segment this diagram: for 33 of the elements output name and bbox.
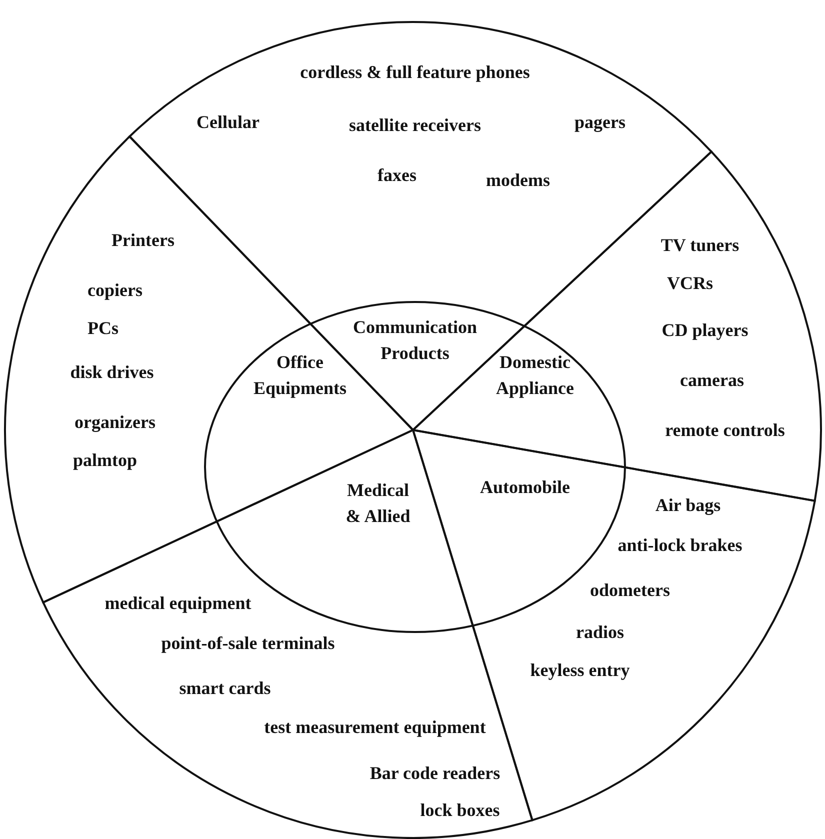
category-label: Automobile — [479, 476, 571, 499]
item-label: VCRs — [667, 272, 713, 295]
item-label: lock boxes — [420, 798, 500, 822]
item-label: odometers — [590, 578, 670, 602]
item-label: Printers — [112, 228, 174, 252]
item-label: disk drives — [70, 360, 154, 384]
item-label: faxes — [378, 164, 416, 187]
item-label: pagers — [574, 110, 626, 134]
category-label: Office Equipments — [252, 350, 348, 400]
category-label: Domestic Appliance — [494, 350, 575, 400]
item-label: anti-lock brakes — [618, 534, 742, 557]
item-label: point-of-sale terminals — [161, 632, 335, 655]
item-label: test measurement equipment — [264, 716, 486, 739]
item-label: smart cards — [179, 676, 271, 700]
item-label: CD players — [662, 318, 748, 342]
item-label: TV tuners — [660, 234, 740, 257]
item-label: cordless & full feature phones — [300, 60, 530, 84]
category-label: Medical & Allied — [344, 478, 412, 528]
item-label: keyless entry — [530, 658, 630, 682]
item-label: Bar code readers — [370, 762, 500, 785]
item-label: Cellular — [196, 110, 260, 134]
item-label: cameras — [680, 368, 744, 392]
item-label: radios — [576, 620, 624, 644]
item-label: copiers — [88, 278, 142, 302]
item-label: satellite receivers — [348, 114, 482, 137]
item-label: remote controls — [665, 418, 785, 442]
item-label: organizers — [74, 410, 156, 434]
item-label: medical equipment — [104, 592, 252, 615]
item-label: modems — [486, 168, 550, 192]
item-label: palmtop — [73, 448, 137, 472]
item-label: PCs — [88, 316, 118, 340]
category-label: Communication Products — [352, 316, 478, 365]
item-label: Air bags — [655, 494, 721, 517]
